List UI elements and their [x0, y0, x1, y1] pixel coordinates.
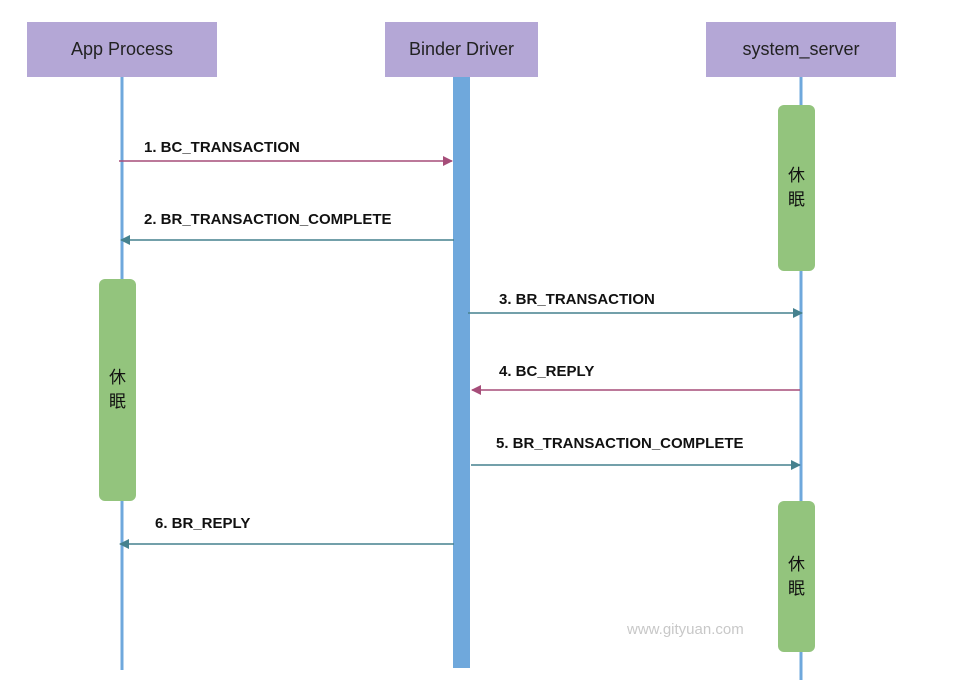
sleep-block-system-server-2	[778, 501, 815, 652]
sleep-block-app	[99, 279, 136, 501]
message-label-5: 5. BR_TRANSACTION_COMPLETE	[496, 435, 744, 452]
sleep-label-system-server-2: 休 眠	[788, 554, 805, 598]
sleep-blocks	[99, 105, 815, 652]
participant-boxes	[27, 22, 896, 77]
lifelines	[120, 77, 803, 680]
participant-label-binder: Binder Driver	[408, 39, 515, 59]
message-arrows	[119, 156, 803, 549]
message-label-2: 2. BR_TRANSACTION_COMPLETE	[144, 211, 392, 228]
sleep-block-system-server-1	[778, 105, 815, 271]
message-label-1: 1. BC_TRANSACTION	[144, 139, 300, 156]
participant-box-system-server	[706, 22, 896, 77]
message-label-6: 6. BR_REPLY	[155, 515, 251, 532]
message-label-3: 3. BR_TRANSACTION	[499, 291, 655, 308]
participant-box-binder	[385, 22, 538, 77]
sleep-label-app: 休 眠	[109, 368, 126, 411]
participant-box-app	[27, 22, 217, 77]
participant-label-app: App Process	[70, 39, 174, 59]
watermark-text: www.gityuan.com	[627, 621, 744, 638]
sleep-label-system-server-1: 休 眠	[788, 166, 805, 209]
lifeline-binder-bar	[453, 77, 470, 668]
message-label-4: 4. BC_REPLY	[499, 363, 595, 380]
participant-label-system-server: system_server	[742, 39, 860, 59]
